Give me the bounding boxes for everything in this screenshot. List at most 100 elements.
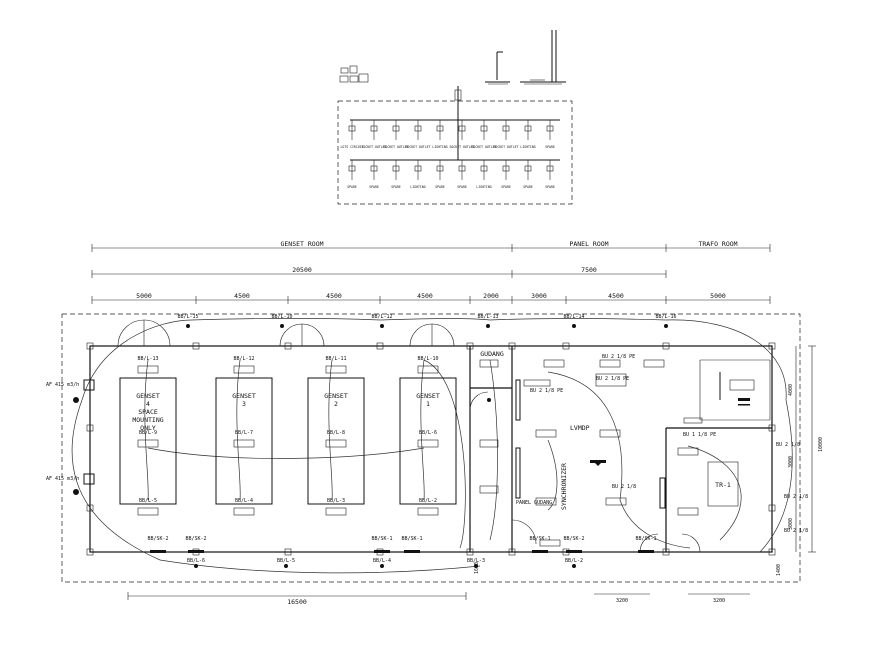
genset-label: GENSET <box>232 392 256 400</box>
socket-label: BB/SK-1 <box>635 536 656 542</box>
dim-right-h3: 3000 <box>788 518 794 530</box>
light-label: BB/L-4 <box>235 498 253 504</box>
wall-light-label: BB/L-5 <box>277 558 295 564</box>
light-fixture <box>233 439 255 448</box>
genset-label: 4 <box>146 400 150 408</box>
socket-label: BB/SK-2 <box>563 536 584 542</box>
bay-dimension-label: 4500 <box>417 292 433 300</box>
wall-light-label: BB/L-3 <box>467 558 485 564</box>
column-bottom <box>86 548 94 556</box>
column-bottom <box>284 548 292 556</box>
genset-label: SPACE <box>138 408 158 416</box>
breaker-symbol <box>524 165 532 172</box>
breaker-label: LIGHTING <box>410 185 425 189</box>
dimension-lines-bottom: 16500 3200 3200 1600 1400 <box>127 562 782 606</box>
bay-dimension-label: 3000 <box>531 292 547 300</box>
breaker-symbol <box>458 165 466 172</box>
column-top <box>192 342 200 350</box>
light-label: BB/L-12 <box>233 356 254 362</box>
af-label-bottom: AF 415 m3/h <box>46 476 79 482</box>
light-label: BB/L-7 <box>235 430 253 436</box>
column-right <box>768 424 776 432</box>
genset-label: MOUNTING <box>132 416 163 424</box>
bay-dimension-label: 5000 <box>710 292 726 300</box>
breaker-symbol <box>458 125 466 132</box>
light-label: BB/L-5 <box>139 498 157 504</box>
wall-light <box>380 564 384 568</box>
light-label: BB/L-10 <box>417 356 438 362</box>
column-top <box>508 342 516 350</box>
wall-light <box>284 564 288 568</box>
genset-body <box>215 377 273 505</box>
socket-outlet <box>532 550 548 553</box>
light-label: BB/L-8 <box>327 430 345 436</box>
breaker-symbol <box>392 165 400 172</box>
panel-gudang-label: PANEL GUDANG <box>516 500 552 506</box>
light-fixture <box>417 439 439 448</box>
dim-bottom-span: 16500 <box>287 598 307 606</box>
light-fixture <box>325 365 347 374</box>
breaker-symbol <box>414 125 422 132</box>
bu-label-1: BU 2 1/8 PE <box>602 354 635 360</box>
column-left <box>86 424 94 432</box>
genset-body <box>307 377 365 505</box>
ceiling-light <box>186 324 190 328</box>
bottom-fixtures-group: BB/SK-2 BB/SK-2 BB/SK-1 BB/SK-1 BB/SK-1 BB/SK… <box>147 536 657 568</box>
socket-label: BB/SK-1 <box>529 536 550 542</box>
socket-label: BB/SK-1 <box>371 536 392 542</box>
ceiling-light <box>280 324 284 328</box>
wall-light-label: BB/L-2 <box>565 558 583 564</box>
dim-bottom-right-small: 1400 <box>776 564 782 576</box>
column-bottom <box>508 548 516 556</box>
column-top <box>86 342 94 350</box>
column-bottom <box>662 548 670 556</box>
light-fixture <box>137 439 159 448</box>
light-label: BB/L-2 <box>419 498 437 504</box>
socket-outlet <box>566 550 582 553</box>
breaker-label: SPARE <box>391 185 401 189</box>
socket-label: BB/SK-1 <box>401 536 422 542</box>
ceiling-light-label: BB/L-16 <box>655 314 676 320</box>
synchronizer-label: SYNCHRONIZER <box>560 463 568 510</box>
ceiling-light-label: BB/L-13 <box>477 314 498 320</box>
gudang-label: GUDANG <box>480 350 504 358</box>
ceiling-light <box>380 324 384 328</box>
dim-right-total: 10000 <box>818 437 824 452</box>
genset-label: GENSET <box>416 392 440 400</box>
dim-genset-total: 20500 <box>292 266 312 274</box>
genset-label: GENSET <box>136 392 160 400</box>
wall-light <box>572 564 576 568</box>
breaker-label: SOCKET OUTLET <box>406 145 431 149</box>
socket-label: BB/SK-2 <box>185 536 206 542</box>
breaker-label: SOCKET OUTLET <box>384 145 409 149</box>
wall-light <box>194 564 198 568</box>
genset-body <box>399 377 457 505</box>
af-label-top: AF 415 m3/h <box>46 382 79 388</box>
breaker-symbol <box>524 125 532 132</box>
column-top <box>284 342 292 350</box>
wall-light-label: BB/L-6 <box>187 558 205 564</box>
ceiling-light <box>664 324 668 328</box>
bu-side-1: BU 2 1/8 <box>776 442 800 448</box>
genset-label: ONLY <box>140 424 156 432</box>
genset-label: 2 <box>334 400 338 408</box>
light-fixture <box>137 507 159 516</box>
light-label: BB/L-13 <box>137 356 158 362</box>
bay-dimension-label: 4500 <box>234 292 250 300</box>
breaker-symbol <box>546 125 554 132</box>
breaker-symbol <box>348 125 356 132</box>
left-exhaust-fans: AF 415 m3/h AF 415 m3/h <box>46 379 95 495</box>
light-fixture <box>233 507 255 516</box>
trafo-room-label: TRAFO ROOM <box>698 240 737 248</box>
socket-outlet <box>638 550 654 553</box>
breaker-symbol <box>480 165 488 172</box>
breaker-label: SOCKET OUTLET <box>494 145 519 149</box>
breaker-symbol <box>392 125 400 132</box>
breaker-label: SOCKET OUTLET <box>450 145 475 149</box>
light-fixture <box>325 507 347 516</box>
column-left <box>86 504 94 512</box>
socket-label: BB/SK-2 <box>147 536 168 542</box>
wall-light-label: BB/L-4 <box>373 558 391 564</box>
socket-outlet <box>188 550 204 553</box>
